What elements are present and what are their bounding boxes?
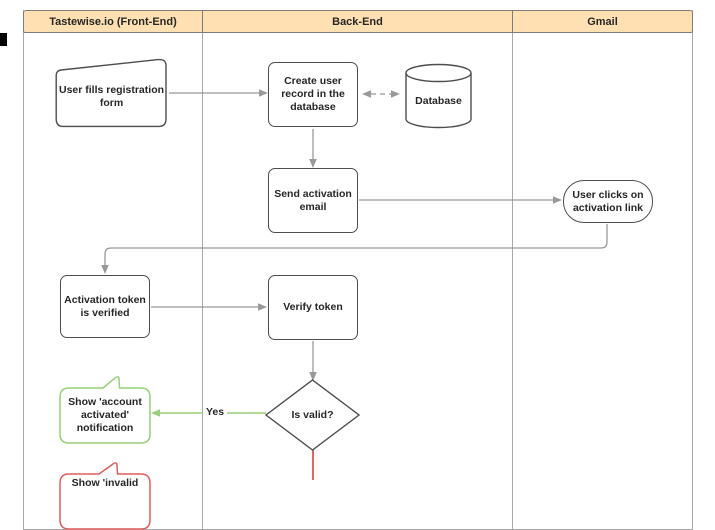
node-label: Database xyxy=(415,94,462,107)
node-verify-token[interactable]: Verify token xyxy=(268,275,358,340)
manual-input-shape xyxy=(55,58,167,128)
node-create-user-record[interactable]: Create user record in the database xyxy=(268,62,358,127)
node-label: Show 'account activated' notification xyxy=(68,395,142,434)
node-label: Create user record in the database xyxy=(281,75,345,113)
node-label: Show 'invalid xyxy=(71,477,139,489)
node-label: Activation token is verified xyxy=(64,293,146,319)
node-database[interactable]: Database xyxy=(405,63,472,129)
node-label: Send activation email xyxy=(274,187,352,213)
node-show-invalid[interactable]: Show 'invalid xyxy=(59,462,151,530)
node-label: Verify token xyxy=(283,301,343,313)
node-user-fills-registration-form[interactable]: User fills registration form xyxy=(55,58,168,128)
node-is-valid-decision[interactable]: Is valid? xyxy=(265,379,360,451)
lane-header-backend[interactable]: Back-End xyxy=(202,10,513,33)
edge-label-yes: Yes xyxy=(203,406,228,418)
lane-header-row: Tastewise.io (Front-End) Back-End Gmail xyxy=(23,10,693,33)
node-label: User fills registration form xyxy=(58,83,165,109)
node-user-clicks-activation-link[interactable]: User clicks on activation link xyxy=(563,180,653,223)
diagram-canvas: Tastewise.io (Front-End) Back-End Gmail xyxy=(0,10,693,530)
left-edge-artifact xyxy=(0,33,7,46)
node-show-account-activated[interactable]: Show 'account activated' notification xyxy=(59,376,151,444)
cylinder-shape xyxy=(405,63,472,129)
node-label: User clicks on activation link xyxy=(572,188,644,214)
lane-header-gmail[interactable]: Gmail xyxy=(512,10,693,33)
callout-shape xyxy=(59,376,151,444)
node-send-activation-email[interactable]: Send activation email xyxy=(268,168,358,233)
node-label: Is valid? xyxy=(291,408,334,421)
lane-gmail xyxy=(512,10,693,530)
lane-header-frontend[interactable]: Tastewise.io (Front-End) xyxy=(23,10,203,33)
node-activation-token-verified[interactable]: Activation token is verified xyxy=(60,275,150,338)
